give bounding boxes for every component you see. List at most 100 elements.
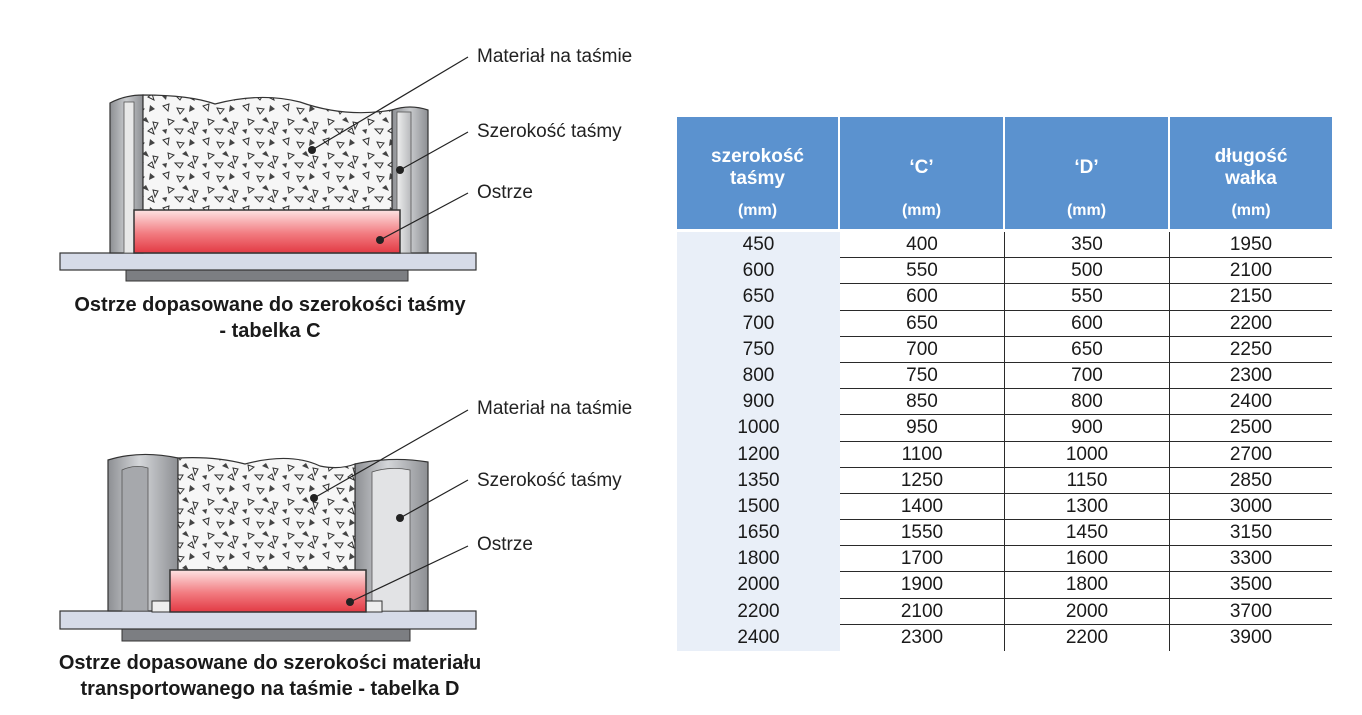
caption-c-line1: Ostrze dopasowane do szerokości taśmy xyxy=(74,294,466,316)
table-cell: 2500 xyxy=(1170,415,1332,442)
table-cell: 1250 xyxy=(840,467,1005,494)
table-cell: 600 xyxy=(1005,310,1170,337)
table-cell: 800 xyxy=(1005,389,1170,416)
table-cell: 700 xyxy=(1005,362,1170,390)
table-cell: 700 xyxy=(840,336,1005,363)
table-cell: 550 xyxy=(1005,284,1170,311)
table-cell: 800 xyxy=(677,362,840,390)
table-cell: 500 xyxy=(1005,258,1170,285)
diagram-c xyxy=(59,56,477,282)
header-unit: (mm) xyxy=(1231,202,1271,219)
table-cell: 1950 xyxy=(1170,232,1332,259)
table-cell: 2250 xyxy=(1170,337,1332,363)
table-cell: 2100 xyxy=(1170,258,1332,285)
table-cell: 450 xyxy=(677,232,840,259)
table-cell: 2100 xyxy=(840,598,1005,625)
header-unit: (mm) xyxy=(901,202,942,219)
table-cell: 2400 xyxy=(677,624,840,651)
caption-d: Ostrze dopasowane do szerokości materiał… xyxy=(0,650,540,702)
header-name: szerokość xyxy=(711,146,804,167)
table-cell: 2400 xyxy=(1170,389,1332,416)
table-cell: 3500 xyxy=(1170,572,1332,599)
table-cell: 1550 xyxy=(840,520,1005,547)
table-cell: 1300 xyxy=(1005,493,1170,521)
table-cell: 3700 xyxy=(1170,599,1332,625)
table-cell: 2200 xyxy=(1005,624,1170,651)
table-cell: 1800 xyxy=(1005,572,1170,599)
table-cell: 650 xyxy=(1005,336,1170,363)
caption-c-line2: - tabelka C xyxy=(219,320,321,342)
caption-d-line2: transportowanego na taśmie - tabelka D xyxy=(80,678,460,700)
table-cell: 2000 xyxy=(677,572,840,599)
table-cell: 2300 xyxy=(840,624,1005,651)
table-cell: 600 xyxy=(840,284,1005,311)
label-material-d: Materiał na taśmie xyxy=(477,398,633,419)
table-cell: 1800 xyxy=(677,546,840,573)
label-blade-d: Ostrze xyxy=(477,534,533,555)
diagram-d xyxy=(59,409,477,642)
table-cell: 1350 xyxy=(677,467,840,494)
table-cell: 650 xyxy=(840,310,1005,337)
table-cell: 550 xyxy=(840,258,1005,285)
table-cell: 400 xyxy=(840,232,1005,259)
table-cell: 1000 xyxy=(677,415,840,442)
table-cell: 1100 xyxy=(840,441,1005,468)
table-cell: 1900 xyxy=(840,572,1005,599)
table-cell: 700 xyxy=(677,310,840,337)
label-material-c: Materiał na taśmie xyxy=(477,46,633,67)
table-cell: 1150 xyxy=(1005,467,1170,494)
table-cell: 750 xyxy=(677,336,840,363)
table-cell: 650 xyxy=(677,284,840,311)
caption-d-line1: Ostrze dopasowane do szerokości materiał… xyxy=(58,652,482,674)
table-cell: 2700 xyxy=(1170,442,1332,468)
header-unit: (mm) xyxy=(1066,202,1107,219)
table-cell: 1600 xyxy=(1005,546,1170,573)
table-cell: 2000 xyxy=(1005,598,1170,625)
table-cell: 350 xyxy=(1005,232,1170,259)
header-name: ‘C’ xyxy=(909,157,934,178)
label-belt-width-d: Szerokość taśmy xyxy=(477,470,622,491)
caption-c: Ostrze dopasowane do szerokości taśmy - … xyxy=(10,292,530,344)
table-cell: 850 xyxy=(840,389,1005,416)
table-cell: 2850 xyxy=(1170,468,1332,494)
table-cell: 950 xyxy=(840,415,1005,442)
table-cell: 2200 xyxy=(1170,311,1332,337)
header-name: taśmy xyxy=(730,168,785,189)
table-cell: 2300 xyxy=(1170,363,1332,390)
table-cell: 1450 xyxy=(1005,520,1170,547)
table-cell: 3900 xyxy=(1229,626,1273,648)
table-cell: 3300 xyxy=(1170,546,1332,573)
header-unit: (mm) xyxy=(737,202,778,219)
table-cell: 600 xyxy=(677,258,840,285)
table-cell: 2150 xyxy=(1170,284,1332,311)
table-cell: 1650 xyxy=(677,520,840,547)
header-d: ‘D’ (mm) xyxy=(1005,117,1170,229)
table-cell: 750 xyxy=(840,362,1005,390)
table-cell: 2200 xyxy=(677,598,840,625)
header-c: ‘C’ (mm) xyxy=(840,117,1005,229)
label-belt-width-c: Szerokość taśmy xyxy=(477,121,622,142)
table-cell: 1500 xyxy=(677,493,840,521)
header-name: wałka xyxy=(1225,168,1277,189)
table-cell: 900 xyxy=(1005,415,1170,442)
table-cell: 1000 xyxy=(1005,441,1170,468)
